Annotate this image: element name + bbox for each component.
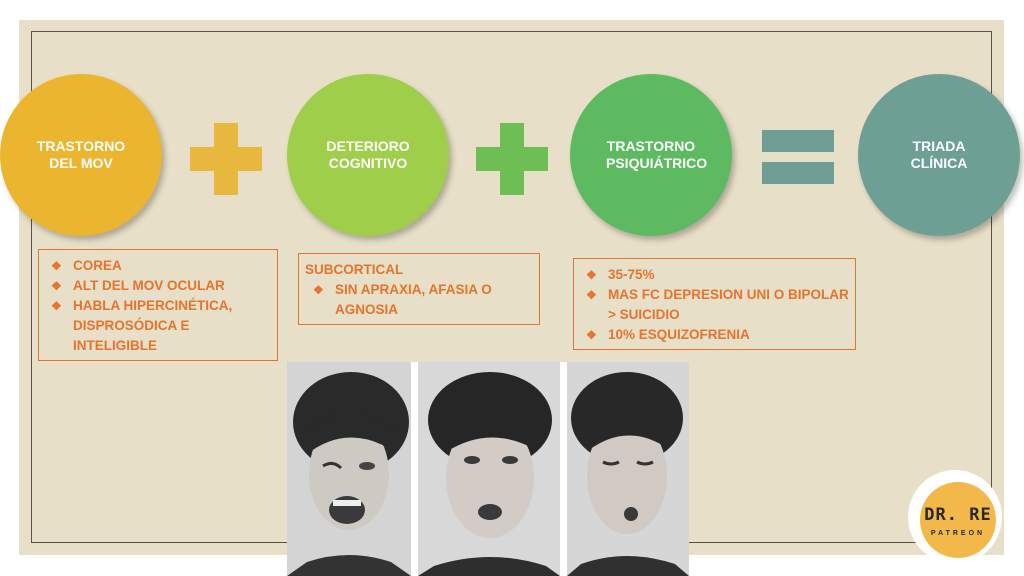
plus-icon	[476, 123, 548, 195]
patient-photo-neutral	[418, 362, 560, 576]
list-item: ❖35-75%	[578, 265, 849, 285]
patient-photo-eyes-closed	[567, 362, 689, 576]
diamond-bullet-icon: ❖	[51, 279, 62, 293]
plus-icon	[190, 123, 262, 195]
circle-label: TRIADA CLÍNICA	[910, 138, 968, 171]
diamond-bullet-icon: ❖	[51, 299, 62, 313]
diamond-bullet-icon: ❖	[586, 288, 597, 302]
list-item: ❖10% ESQUIZOFRENIA	[578, 325, 849, 345]
circle-label: TRASTORNO DEL MOV	[36, 138, 126, 171]
list-item: ❖ALT DEL MOV OCULAR	[43, 276, 271, 296]
cognitive-features-box: SUBCORTICAL ❖SIN APRAXIA, AFASIA O AGNOS…	[298, 253, 540, 325]
circle-psychiatric-disorder: TRASTORNO PSIQUIÁTRICO	[570, 74, 732, 236]
movement-features-box: ❖COREA ❖ALT DEL MOV OCULAR ❖HABLA HIPERC…	[38, 249, 278, 361]
psychiatric-features-box: ❖35-75% ❖MAS FC DEPRESION UNI O BIPOLAR …	[573, 258, 856, 350]
diamond-bullet-icon: ❖	[586, 268, 597, 282]
equals-icon	[762, 130, 834, 184]
logo-subtitle: PATREON	[930, 530, 986, 537]
circle-label: DETERIORO COGNITIVO	[326, 138, 410, 171]
dr-re-patreon-logo[interactable]: DR. RE PATREON	[920, 482, 996, 558]
diamond-bullet-icon: ❖	[586, 328, 597, 342]
list-item: ❖HABLA HIPERCINÉTICA, DISPROSÓDICA E INT…	[51, 298, 233, 353]
list-item: ❖COREA	[43, 256, 271, 276]
patient-photo-grimace	[287, 362, 411, 576]
patient-photos	[287, 362, 689, 576]
circle-cognitive-decline: DETERIORO COGNITIVO	[287, 74, 449, 236]
list-item: ❖SIN APRAXIA, AFASIA O AGNOSIA	[313, 282, 492, 317]
diamond-bullet-icon: ❖	[51, 259, 62, 273]
list-item: ❖MAS FC DEPRESION UNI O BIPOLAR > SUICID…	[586, 287, 849, 322]
logo-name: DR. RE	[924, 505, 992, 525]
diamond-bullet-icon: ❖	[313, 283, 324, 297]
circle-movement-disorder: TRASTORNO DEL MOV	[0, 74, 162, 236]
box-heading: SUBCORTICAL	[305, 262, 404, 277]
circle-label: TRASTORNO PSIQUIÁTRICO	[606, 138, 708, 171]
circle-clinical-triad: TRIADA CLÍNICA	[858, 74, 1020, 236]
